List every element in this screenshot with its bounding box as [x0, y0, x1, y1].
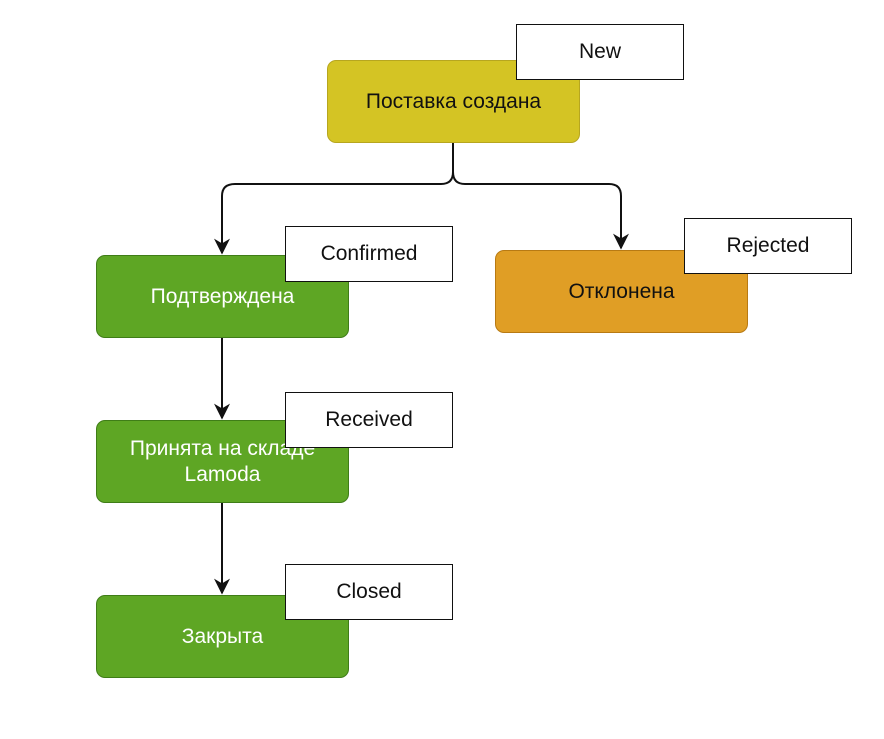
node-rejected-label: Отклонена — [568, 279, 675, 303]
status-tag-confirmed[interactable]: Confirmed — [285, 226, 453, 282]
status-tag-rejected[interactable]: Rejected — [684, 218, 852, 274]
status-tag-received[interactable]: Received — [285, 392, 453, 448]
status-tag-confirmed-label: Confirmed — [320, 242, 418, 265]
status-tag-new-label: New — [578, 40, 621, 63]
edge-created-to-confirmed — [214, 143, 454, 255]
status-tag-received-label: Received — [325, 408, 413, 431]
node-confirmed-label: Подтверждена — [150, 284, 295, 308]
node-rejected[interactable]: Отклонена — [495, 250, 748, 333]
node-closed-label: Закрыта — [181, 624, 264, 648]
edge-created-to-rejected — [452, 143, 629, 250]
node-received[interactable]: Принята на складе Lamoda — [96, 420, 349, 503]
status-tag-new[interactable]: New — [516, 24, 684, 80]
status-tag-closed[interactable]: Closed — [285, 564, 453, 620]
node-created-label: Поставка создана — [365, 89, 542, 113]
status-tag-closed-label: Closed — [336, 580, 402, 603]
status-tag-rejected-label: Rejected — [726, 234, 810, 257]
